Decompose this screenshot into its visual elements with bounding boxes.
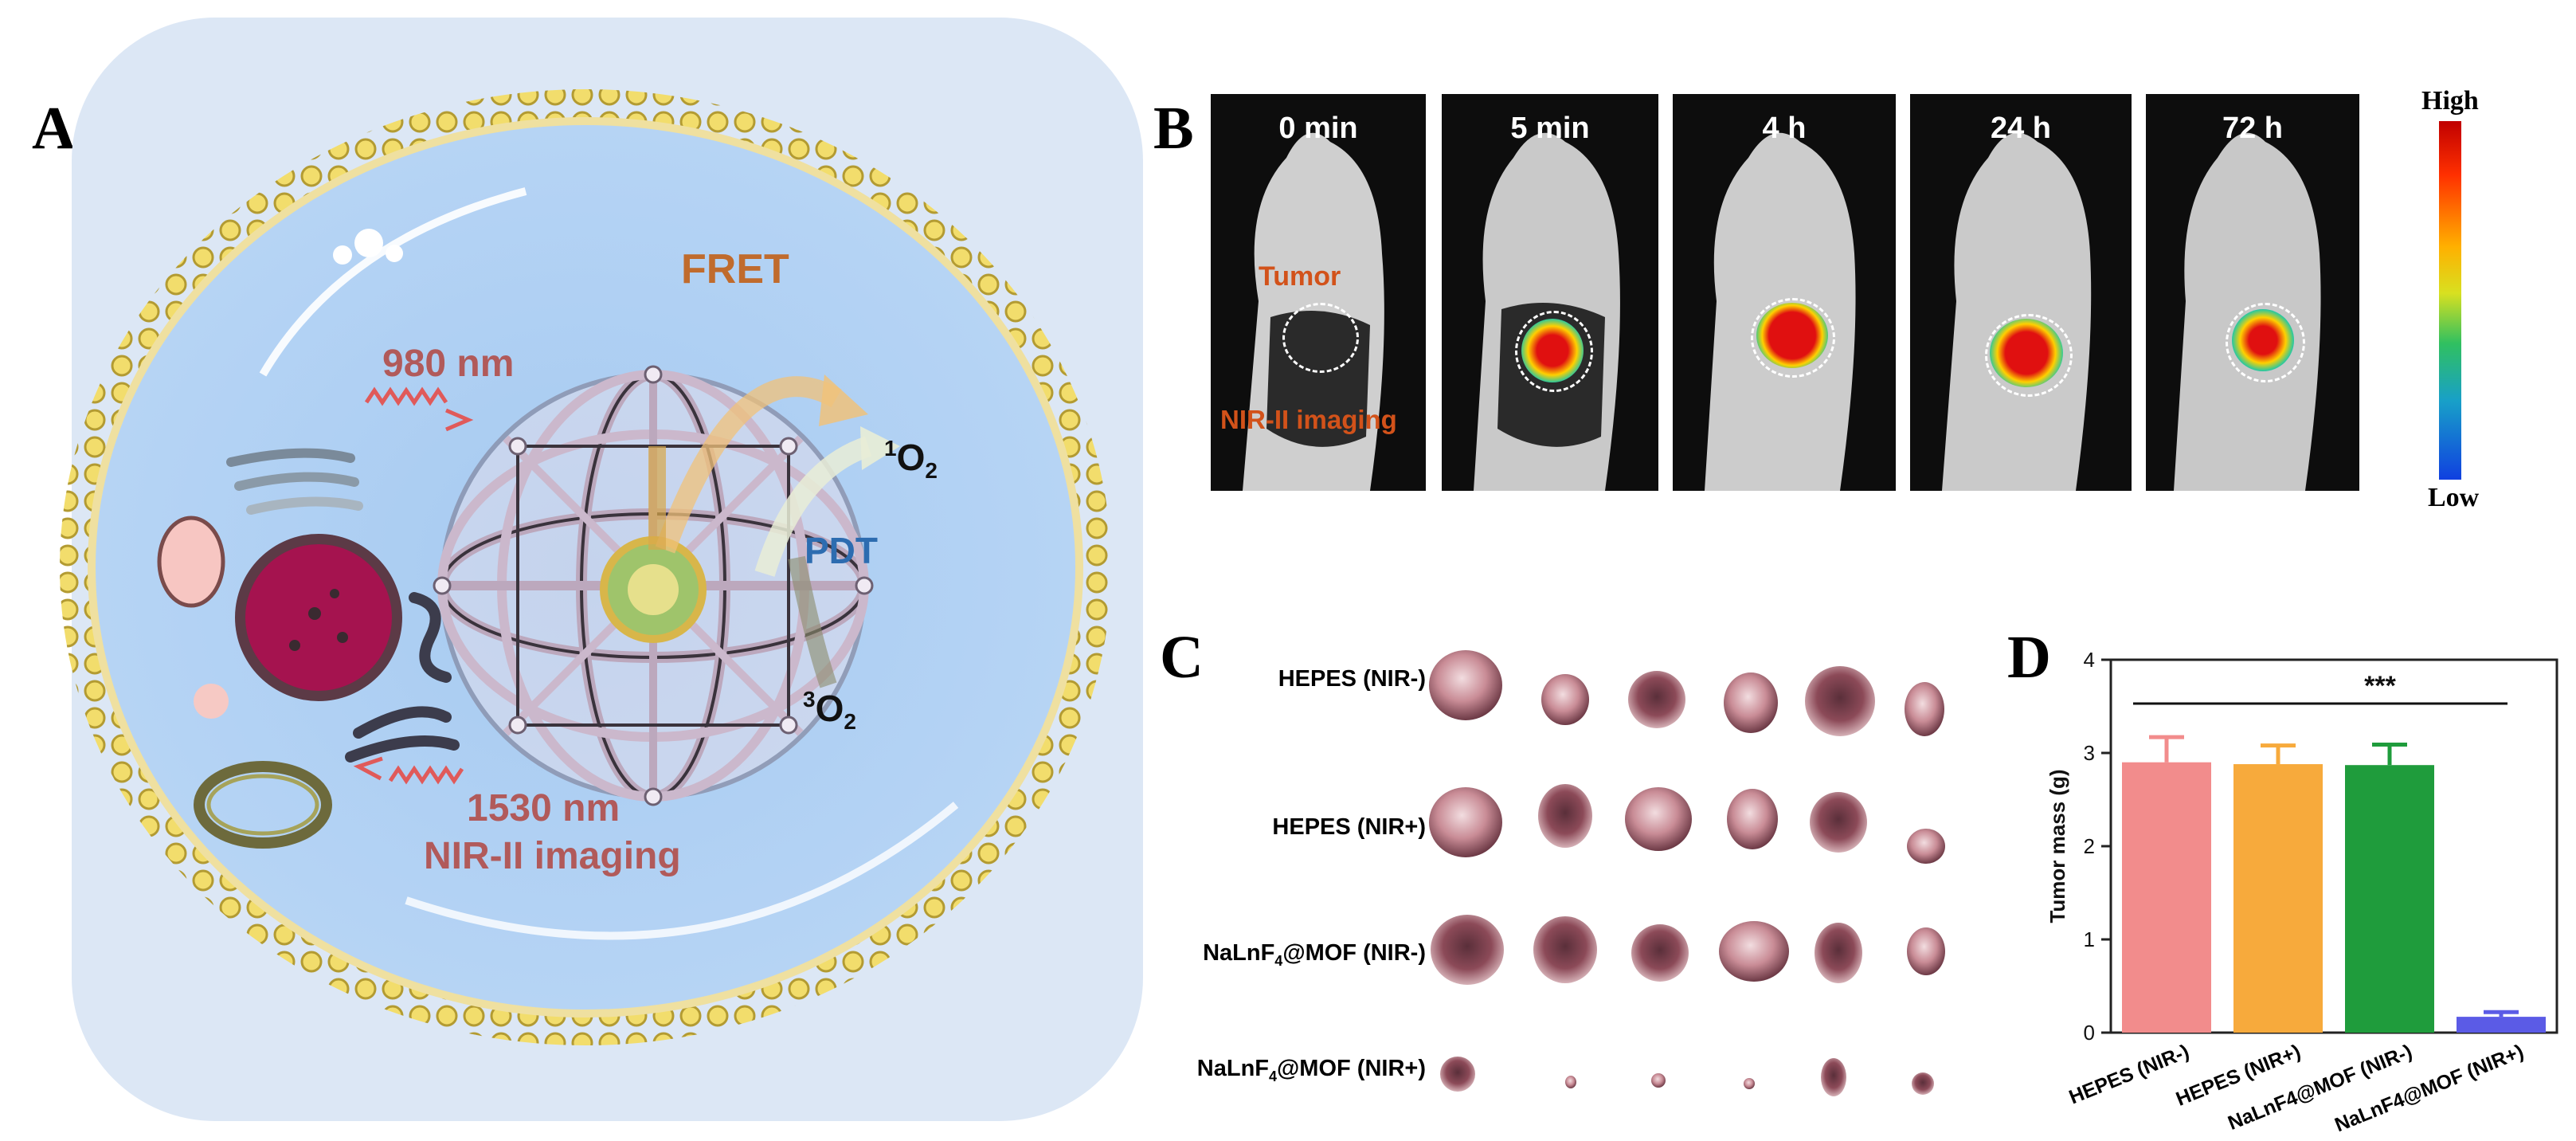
laser-980-icon	[364, 386, 448, 406]
emission-label: 1530 nm	[467, 787, 620, 829]
tumor-sample	[1440, 1057, 1475, 1092]
tumor-sample	[1625, 787, 1692, 851]
tumor-sample	[1905, 682, 1944, 736]
tumor-sample	[1538, 784, 1592, 848]
timepoint-label-3: 24 h	[1990, 112, 2052, 145]
imaging-frame-3: 24 h	[1910, 94, 2132, 491]
tumor-label: Tumor	[1259, 261, 1341, 292]
significance-marker: ***	[2364, 671, 2396, 701]
tumor-outline	[1282, 303, 1359, 373]
y-tick-label: 0	[2084, 1021, 2095, 1045]
tumor-outline	[1515, 311, 1593, 392]
panel-c-letter: C	[1160, 624, 1204, 691]
group-label-hepes-nir-plus: HEPES (NIR+)	[1272, 814, 1426, 840]
imaging-frame-4: 72 h	[2146, 94, 2359, 491]
tumor-sample	[1651, 1073, 1666, 1088]
bar-2	[2345, 765, 2434, 1033]
laser-1530-icon	[388, 765, 464, 785]
tumor-sample	[1907, 927, 1945, 975]
y-tick-label: 3	[2084, 741, 2095, 765]
bar-0	[2122, 762, 2211, 1033]
pdt-label: PDT	[805, 530, 878, 571]
tumor-sample	[1805, 666, 1875, 736]
group-label-mof-nir-plus: NaLnF4@MOF (NIR+)	[1196, 1056, 1426, 1084]
timepoint-label-0: 0 min	[1278, 112, 1358, 145]
nir-imaging-label: NIR-II imaging	[1220, 405, 1397, 434]
panel-a-letter: A	[32, 95, 76, 162]
colorbar	[2439, 121, 2461, 480]
tumor-sample	[1719, 921, 1789, 982]
tumor-sample	[1431, 915, 1504, 985]
panel-b-letter: B	[1153, 95, 1194, 162]
timepoint-label-1: 5 min	[1510, 112, 1590, 145]
panel-a-illustration: FRET 980 nm PDT 1530 nm NIR-II imaging 1…	[60, 18, 1143, 1121]
mitochondrion	[194, 761, 332, 849]
group-label-mof-nir-minus: NaLnF4@MOF (NIR-)	[1203, 940, 1426, 969]
tumor-sample	[1631, 924, 1689, 982]
colorbar-low-label: Low	[2428, 483, 2480, 512]
tumor-outline	[2226, 303, 2305, 382]
tumor-sample	[1541, 674, 1589, 725]
imaging-frame-2: 4 h	[1673, 94, 1896, 491]
x-tick-label-2: NaLnF4@MOF (NIR-)	[2225, 1041, 2415, 1135]
tumor-outline	[1985, 314, 2073, 397]
imaging-frame-0: 0 min Tumor NIR-II imaging	[1211, 94, 1426, 491]
pdt-arrow-up	[754, 436, 872, 577]
bar-1	[2233, 764, 2323, 1033]
nucleus	[235, 534, 402, 701]
tumor-sample	[1907, 829, 1945, 864]
tumor-sample	[1429, 787, 1502, 857]
triplet-oxygen-label: 3O2	[803, 687, 856, 734]
y-tick-label: 2	[2084, 834, 2095, 858]
tumor-sample	[1724, 672, 1778, 733]
y-axis-label: Tumor mass (g)	[2046, 769, 2069, 923]
bar-3	[2457, 1017, 2546, 1033]
group-label-hepes-nir-minus: HEPES (NIR-)	[1278, 666, 1426, 692]
x-tick-label-3: NaLnF4@MOF (NIR+)	[2331, 1041, 2527, 1137]
tumor-sample	[1810, 792, 1867, 853]
tumor-photos	[1429, 650, 1945, 1096]
tumor-sample	[1744, 1078, 1755, 1089]
tumor-sample	[1727, 789, 1778, 849]
fret-arrow	[655, 376, 842, 554]
tumor-sample	[1815, 923, 1862, 983]
mof-cage	[433, 365, 874, 806]
panel-d-letter: D	[2007, 624, 2051, 691]
tumor-sample	[1429, 650, 1502, 720]
singlet-oxygen-label: 1O2	[884, 436, 938, 483]
endoplasmic-reticulum	[345, 592, 460, 763]
golgi-apparatus	[226, 448, 363, 515]
timepoint-label-2: 4 h	[1762, 112, 1807, 145]
colorbar-high-label: High	[2421, 86, 2479, 116]
y-tick-label: 4	[2084, 648, 2095, 672]
tumor-sample	[1533, 916, 1597, 983]
tumor-sample	[1628, 671, 1685, 728]
fret-label: FRET	[681, 246, 789, 292]
imaging-label: NIR-II imaging	[424, 835, 681, 877]
tumor-outline	[1751, 298, 1835, 378]
x-tick-label-0: HEPES (NIR-)	[2066, 1041, 2193, 1109]
pdt-arrow-down	[788, 555, 837, 688]
y-tick-label: 1	[2084, 927, 2095, 951]
vesicle	[157, 516, 225, 608]
timepoint-label-4: 72 h	[2222, 112, 2284, 145]
tumor-sample	[1565, 1076, 1576, 1088]
tumor-sample	[1912, 1072, 1934, 1095]
tumor-sample	[1821, 1058, 1846, 1096]
imaging-frame-1: 5 min	[1442, 94, 1658, 491]
excitation-label: 980 nm	[382, 343, 514, 385]
